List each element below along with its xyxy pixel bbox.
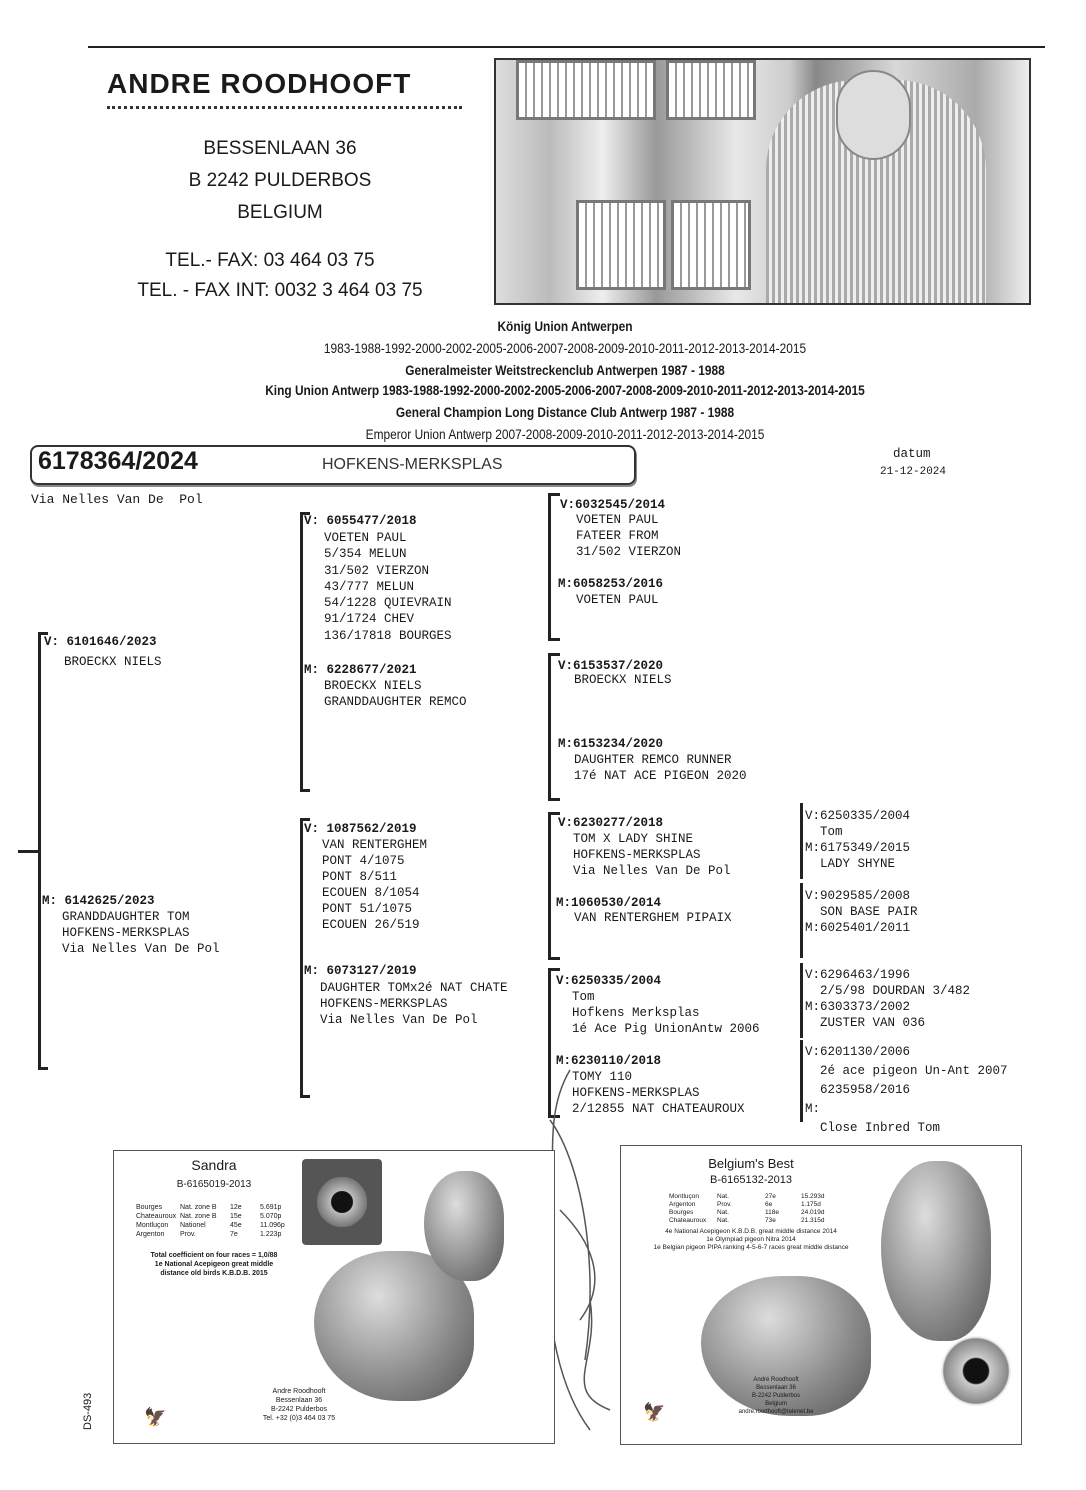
- bracket-gen3: [548, 653, 560, 801]
- dam-ring: M: 6142625/2023: [42, 894, 155, 908]
- granddam-ring: M: 6228677/2021: [304, 663, 417, 677]
- address-city: B 2242 PULDERBOS: [188, 170, 372, 191]
- card-name: Belgium's Best: [708, 1156, 794, 1171]
- bracket-gen3: [548, 812, 560, 960]
- card-notes: 4e National Acepigeon K.B.D.B. great mid…: [653, 1228, 849, 1251]
- title-line: King Union Antwerp 1983-1988-1992-2000-2…: [265, 382, 865, 398]
- g4-info: V:6250335/2004 Tom M:6175349/2015 LADY S…: [805, 809, 911, 871]
- title-line: Generalmeister Weitstreckenclub Antwerpe…: [405, 362, 725, 378]
- sire-ring: V: 6101646/2023: [44, 635, 157, 649]
- eagle-logo-icon: 🦅: [643, 1402, 666, 1422]
- g3-ring: M:6058253/2016: [558, 577, 664, 591]
- pigeon-loft: HOFKENS-MERKSPLAS: [322, 456, 503, 473]
- via-text: Via Nelles Van De Pol: [31, 492, 203, 507]
- bracket-gen4: [800, 803, 803, 879]
- title-line: General Champion Long Distance Club Antw…: [395, 404, 735, 420]
- bracket-gen4: [800, 963, 803, 1038]
- g3-ring: M:6230110/2018: [556, 1054, 662, 1068]
- address-street: BESSENLAAN 36: [203, 138, 357, 159]
- g4-info: V:6201130/2006 2é ace pigeon Un-Ant 2007…: [805, 1045, 1008, 1135]
- bracket-gen2-dam: [300, 818, 310, 1098]
- bracket-gen3: [548, 493, 560, 641]
- granddam-info: BROECKX NIELS GRANDDAUGHTER REMCO: [324, 679, 467, 709]
- g3-ring: V:6230277/2018: [558, 816, 664, 830]
- address-country: BELGIUM: [237, 202, 323, 223]
- g3-info: TOMY 110 HOFKENS-MERKSPLAS 2/12855 NAT C…: [572, 1070, 745, 1116]
- title-line: 1983-1988-1992-2000-2002-2005-2006-2007-…: [323, 340, 807, 356]
- g3-info: DAUGHTER REMCO RUNNER 17é NAT ACE PIGEON…: [574, 753, 747, 783]
- datum-label: datum: [893, 447, 931, 461]
- g4-info: V:9029585/2008 SON BASE PAIR M:6025401/2…: [805, 889, 918, 935]
- grandsire-info: VOETEN PAUL 5/354 MELUN 31/502 VIERZON 4…: [324, 531, 452, 643]
- eye-photo: [302, 1159, 382, 1245]
- g3-info: Tom Hofkens Merksplas 1é Ace Pig UnionAn…: [572, 990, 760, 1036]
- tel-fax: TEL.- FAX: 03 464 03 75: [165, 250, 375, 271]
- dam-info: GRANDDAUGHTER TOM HOFKENS-MERKSPLAS Via …: [62, 910, 220, 956]
- breeder-name: ANDRE ROODHOOFT: [107, 68, 412, 99]
- grandsire-info: VAN RENTERGHEM PONT 4/1075 PONT 8/511 EC…: [322, 838, 428, 932]
- g3-ring: V:6032545/2014: [560, 498, 666, 512]
- grandsire-ring: V: 1087562/2019: [304, 822, 417, 836]
- g3-info: VAN RENTERGHEM PIPAIX: [574, 911, 732, 925]
- g3-ring: M:6153234/2020: [558, 737, 664, 751]
- bracket-gen4: [800, 1040, 803, 1122]
- bracket-gen2-sire: [300, 512, 310, 792]
- bracket-gen1: [38, 632, 48, 1070]
- g3-info: VOETEN PAUL FATEER FROM 31/502 VIERZON: [576, 513, 682, 559]
- bracket-gen4: [800, 883, 803, 958]
- card-footer: Andre Roodhooft Bessenlaan 36 B-2242 Pul…: [262, 1388, 336, 1422]
- card-footer: André Roodhooft Bessenlaan 36 B-2242 Pul…: [738, 1377, 814, 1415]
- granddam-ring: M: 6073127/2019: [304, 964, 417, 978]
- grandsire-ring: V: 6055477/2018: [304, 514, 417, 528]
- g3-info: VOETEN PAUL: [576, 593, 659, 607]
- granddam-info: DAUGHTER TOMx2é NAT CHATE HOFKENS-MERKSP…: [320, 981, 508, 1027]
- title-line: Emperor Union Antwerp 2007-2008-2009-201…: [365, 426, 765, 442]
- date: 21-12-2024: [880, 466, 947, 478]
- g3-ring: M:1060530/2014: [556, 896, 662, 910]
- breeder-photo: [494, 58, 1031, 305]
- card-ring: B-6165132-2013: [710, 1174, 792, 1186]
- bracket-tick: [18, 850, 40, 853]
- top-rule: [88, 46, 1045, 48]
- document-code: DS-493: [82, 1392, 94, 1430]
- pigeon-ring-number: 6178364/2024: [38, 447, 198, 475]
- g4-info: V:6296463/1996 2/5/98 DOURDAN 3/482 M:63…: [805, 968, 971, 1030]
- g3-info: TOM X LADY SHINE HOFKENS-MERKSPLAS Via N…: [573, 832, 731, 878]
- card-name: Sandra: [191, 1157, 237, 1173]
- g3-ring: V:6250335/2004: [556, 974, 662, 988]
- sire-info: BROECKX NIELS: [64, 655, 162, 669]
- card-ring: B-6165019-2013: [176, 1179, 252, 1190]
- card-notes: Total coefficient on four races = 1,0/88…: [150, 1252, 278, 1277]
- eagle-logo-icon: 🦅: [144, 1407, 167, 1427]
- tel-fax-int: TEL. - FAX INT: 0032 3 464 03 75: [137, 280, 423, 301]
- dotted-divider: [107, 106, 462, 109]
- ring-box: [30, 445, 636, 485]
- pigeon-image: [314, 1251, 474, 1401]
- g3-ring: V:6153537/2020: [558, 659, 664, 673]
- pigeon-image: [881, 1161, 991, 1341]
- title-line: König Union Antwerpen: [497, 318, 633, 334]
- g3-info: BROECKX NIELS: [574, 673, 672, 687]
- eye-photo: [941, 1336, 1011, 1406]
